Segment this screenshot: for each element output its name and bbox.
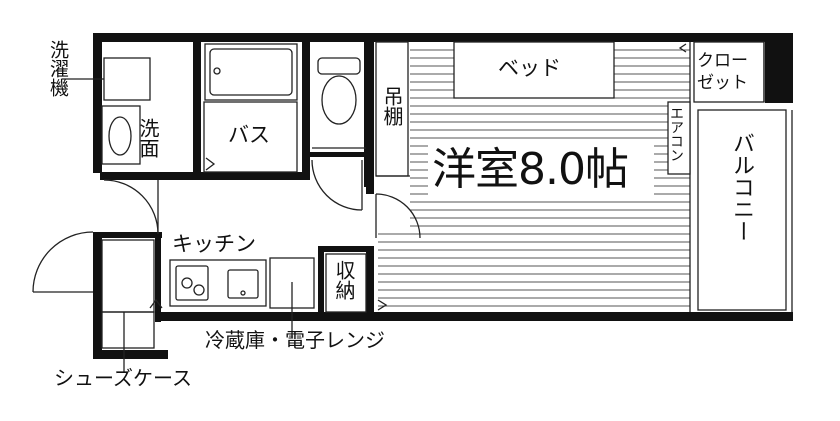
- kitchen-label: キッチン: [172, 232, 256, 256]
- aircon-label: エアコン: [668, 106, 684, 162]
- laundry-label: 洗濯機: [47, 40, 69, 97]
- washroom-label: 洗面: [136, 118, 160, 158]
- storage-shelf-label: 吊棚: [380, 86, 404, 126]
- shoe-case-label: シューズケース: [54, 366, 192, 390]
- western-room-label: 洋室8.0帖: [432, 144, 629, 195]
- bed-label: ベッド: [498, 56, 561, 80]
- outer-walls: [93, 33, 793, 359]
- thin-lines: [32, 41, 793, 372]
- interior-walls: [100, 42, 374, 322]
- storage-label: 収納: [332, 260, 356, 300]
- closet-label: クローゼット: [697, 51, 748, 93]
- bath-label: バス: [228, 123, 270, 147]
- fridge-microwave-label: 冷蔵庫・電子レンジ: [205, 328, 385, 352]
- balcony-label: バルコニー: [729, 132, 754, 242]
